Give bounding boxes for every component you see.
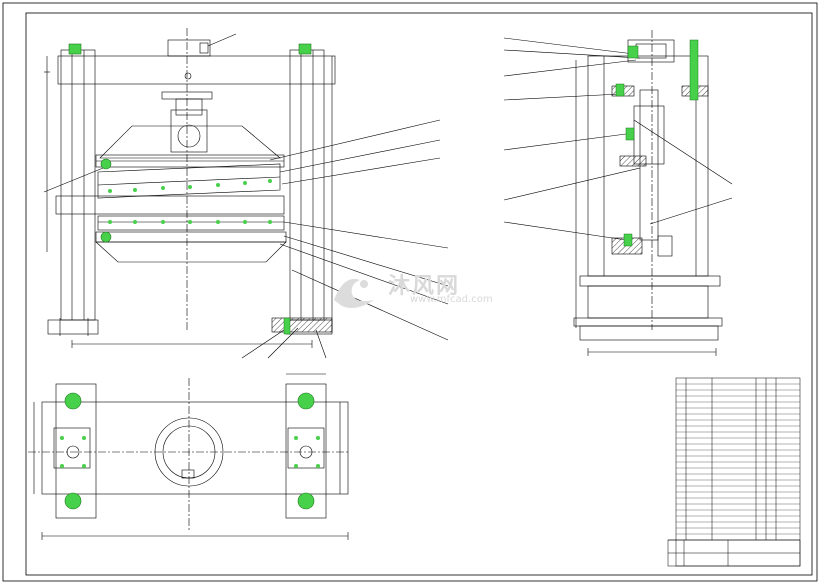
front-view: [43, 28, 449, 359]
plan-bolt-tr: [297, 392, 315, 410]
plan-view: [28, 373, 350, 540]
bolt-head-top-left: [68, 43, 82, 55]
front-view-fasteners: [68, 43, 312, 335]
plan-bolt-br: [297, 492, 315, 510]
plan-view-fasteners: [60, 392, 320, 510]
parts-list-rows: [676, 383, 800, 535]
parts-list-table: [667, 377, 801, 567]
side-lower-bolt: [623, 233, 633, 247]
upper-plate-bolt-row: [108, 179, 272, 193]
bolt-head-top-right: [298, 43, 312, 55]
base-bolt: [283, 317, 291, 335]
side-view-fasteners: [615, 39, 699, 247]
inner-frame: [25, 12, 813, 576]
side-middle-bolt: [625, 127, 635, 141]
side-upper-bolt: [615, 83, 625, 97]
plan-bolt-tl: [64, 392, 82, 410]
plan-bolt-bl: [64, 492, 82, 510]
side-top-bolt-right: [689, 39, 699, 101]
pivot-bolt-upper: [100, 158, 112, 170]
side-top-bolt: [627, 45, 639, 59]
lower-plate-bolt-row: [108, 220, 272, 224]
pivot-bolt-lower: [100, 231, 112, 243]
